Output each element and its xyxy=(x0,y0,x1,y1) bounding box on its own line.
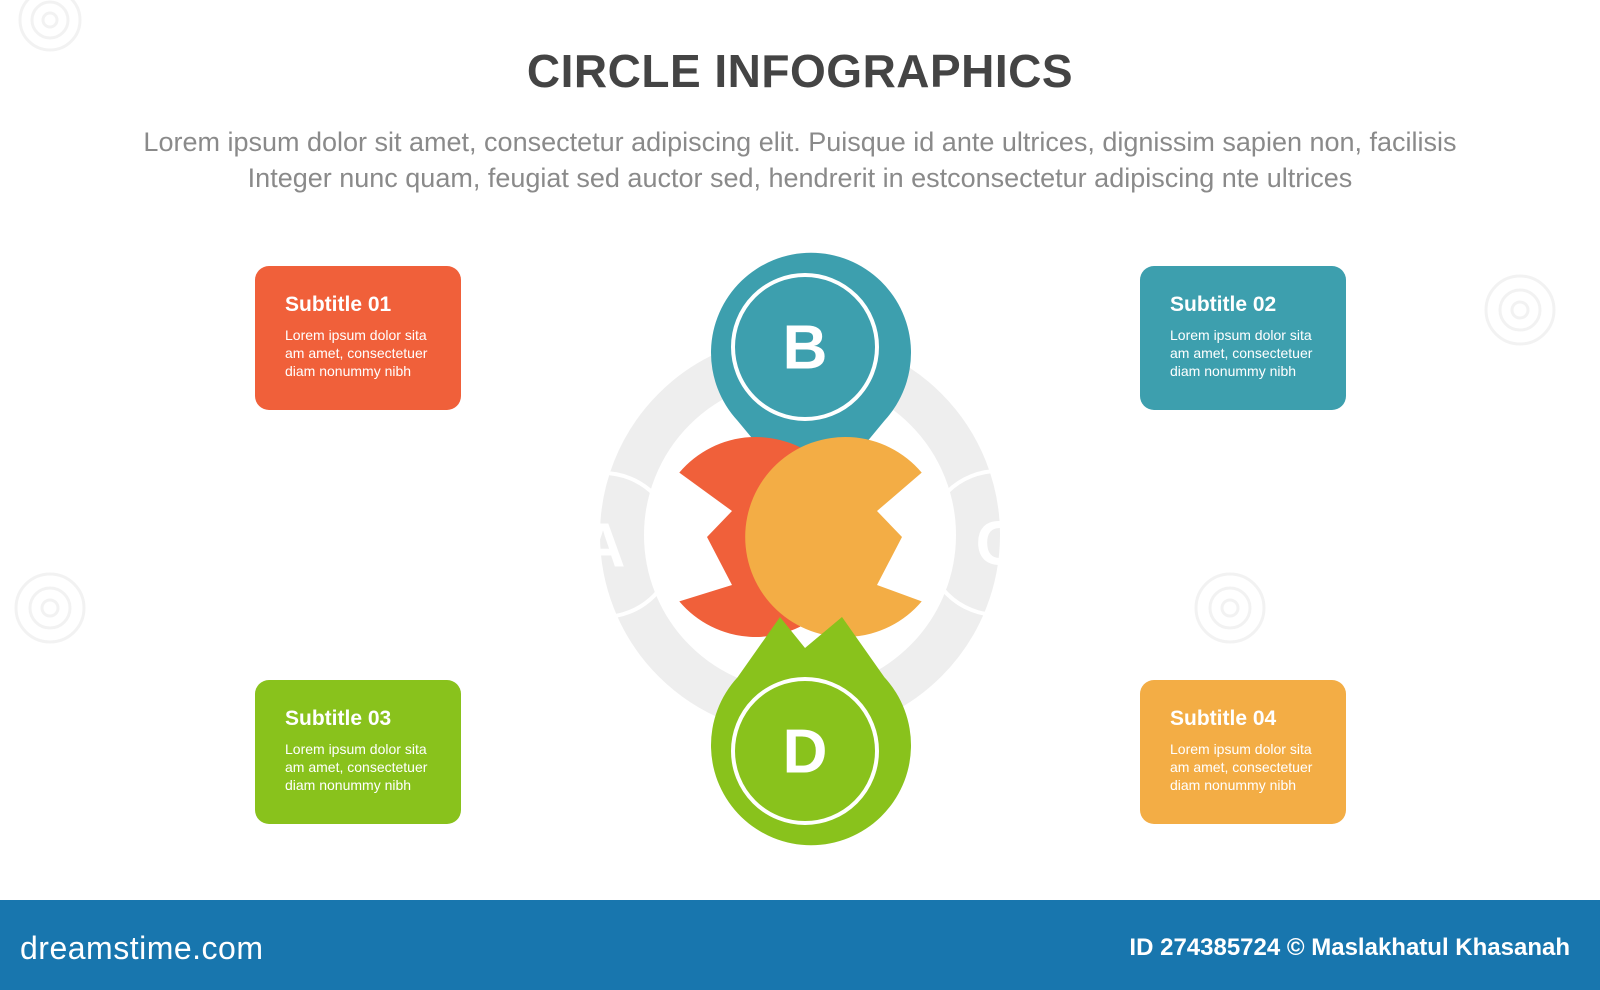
dreamstime-logo: dreamstime.com xyxy=(20,930,264,966)
node-c-letter: C xyxy=(976,510,1021,579)
card-body-line: Lorem ipsum dolor sita xyxy=(1170,741,1312,757)
image-credit: ID 274385724 © Maslakhatul Khasanah xyxy=(1129,934,1570,961)
card-body-line: am amet, consectetuer xyxy=(1170,345,1313,361)
node-b-badge xyxy=(711,252,911,472)
watermark-swirl-icon xyxy=(1194,572,1266,644)
card-body-line: diam nonummy nibh xyxy=(285,363,412,379)
node-a-letter: A xyxy=(581,512,626,581)
card-body-line: Lorem ipsum dolor sita xyxy=(1170,327,1312,343)
watermark-swirl-icon xyxy=(14,572,86,644)
node-b: B xyxy=(711,252,911,472)
card-body-line: diam nonummy nibh xyxy=(1170,363,1297,379)
page-title: CIRCLE INFOGRAPHICS xyxy=(526,45,1074,97)
node-c-badge xyxy=(745,437,922,637)
subtitle-card-03: Subtitle 03 Lorem ipsum dolor sita am am… xyxy=(255,680,461,824)
card-body-line: am amet, consectetuer xyxy=(285,759,428,775)
node-d-badge xyxy=(711,617,911,846)
description-line: Lorem ipsum dolor sit amet, consectetur … xyxy=(143,127,1457,157)
card-title: Subtitle 01 xyxy=(285,293,392,316)
card-title: Subtitle 04 xyxy=(1170,707,1277,730)
card-body: Lorem ipsum dolor sita am amet, consecte… xyxy=(285,326,461,380)
card-body-line: Lorem ipsum dolor sita xyxy=(285,741,427,757)
circle-diagram: B A C D xyxy=(581,252,1072,846)
subtitle-card-01: Subtitle 01 Lorem ipsum dolor sita am am… xyxy=(255,266,461,410)
card-body-line: diam nonummy nibh xyxy=(285,777,412,793)
card-body-line: diam nonummy nibh xyxy=(1170,777,1297,793)
card-body-line: am amet, consectetuer xyxy=(285,345,428,361)
description-line: Integer nunc quam, feugiat sed auctor se… xyxy=(247,163,1353,193)
subtitle-card-04: Subtitle 04 Lorem ipsum dolor sita am am… xyxy=(1140,680,1346,824)
node-b-letter: B xyxy=(783,314,828,383)
card-body: Lorem ipsum dolor sita am amet, consecte… xyxy=(1170,326,1346,380)
node-d-letter: D xyxy=(783,718,828,787)
node-c: C xyxy=(745,437,1072,637)
watermark-swirl-icon xyxy=(18,0,82,52)
node-d: D xyxy=(711,617,911,846)
card-title: Subtitle 02 xyxy=(1170,293,1277,316)
card-title: Subtitle 03 xyxy=(285,707,392,730)
page-description: Lorem ipsum dolor sit amet, consectetur … xyxy=(60,124,1540,196)
card-body-line: am amet, consectetuer xyxy=(1170,759,1313,775)
subtitle-card-02: Subtitle 02 Lorem ipsum dolor sita am am… xyxy=(1140,266,1346,410)
card-body-line: Lorem ipsum dolor sita xyxy=(285,327,427,343)
footer-bar: dreamstime.com ID 274385724 © Maslakhatu… xyxy=(0,900,1600,990)
watermark-swirl-icon xyxy=(1484,274,1556,346)
card-body: Lorem ipsum dolor sita am amet, consecte… xyxy=(1170,740,1346,794)
card-body: Lorem ipsum dolor sita am amet, consecte… xyxy=(285,740,461,794)
